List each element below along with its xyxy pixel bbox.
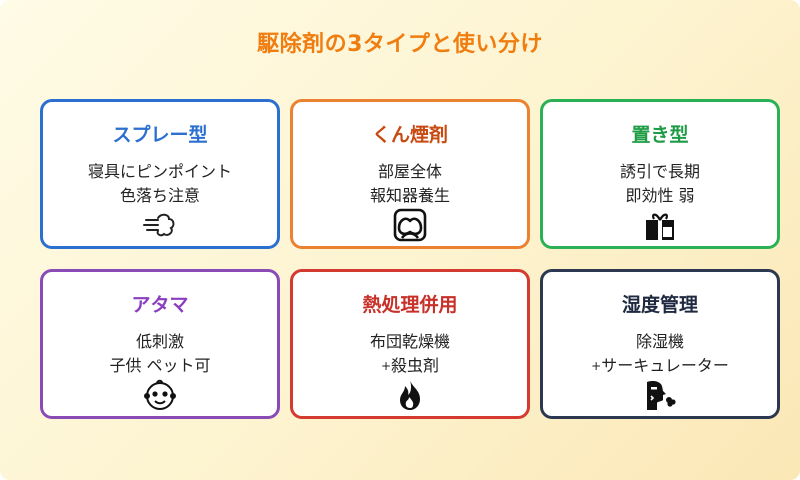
smoke-cloud-icon [393, 208, 427, 242]
card-heading: 熱処理併用 [362, 294, 458, 316]
flame-icon [393, 378, 427, 412]
plus-sign: + [591, 359, 602, 373]
card-line-2: +殺虫剤 [293, 352, 527, 376]
card-line-2: 報知器養生 [369, 186, 450, 205]
card-spray: スプレー型 寝具にピンポイント 色落ち注意 [40, 99, 280, 249]
card-heading: 置き型 [631, 124, 689, 146]
card-heading: アタマ [131, 294, 189, 316]
card-line-2: 子供 ペット可 [109, 356, 211, 375]
card-line-1: 布団乾燥機 [369, 332, 450, 351]
card-head: アタマ 低刺激 子供 ペット可 [40, 269, 280, 419]
card-heading: 湿度管理 [621, 294, 698, 316]
card-heading: くん煙剤 [371, 124, 448, 146]
page-title: 駆除剤の3タイプと使い分け [257, 32, 543, 57]
gift-box-icon [643, 208, 677, 242]
card-line-2-text: 殺虫剤 [391, 356, 440, 375]
card-heat-treatment: 熱処理併用 布団乾燥機 +殺虫剤 [290, 269, 530, 419]
person-breath-icon [643, 378, 677, 412]
card-line-2: +サーキュレーター [543, 352, 777, 376]
card-line-2: 色落ち注意 [119, 186, 200, 205]
card-line-1: 低刺激 [135, 332, 184, 351]
plus-sign: + [380, 359, 392, 373]
card-heading: スプレー型 [112, 124, 208, 146]
card-line-1: 誘引で長期 [619, 162, 700, 181]
baby-face-icon [143, 378, 177, 412]
card-smoke: くん煙剤 部屋全体 報知器養生 [290, 99, 530, 249]
card-line-2: 即効性 弱 [625, 186, 695, 205]
card-placement: 置き型 誘引で長期 即効性 弱 [540, 99, 780, 249]
card-line-2-text: サーキュレーター [601, 356, 729, 375]
card-humidity-control: 湿度管理 除湿機 +サーキュレーター [540, 269, 780, 419]
card-line-1: 部屋全体 [377, 162, 442, 181]
spray-mist-icon [143, 208, 177, 242]
card-line-1: 寝具にピンポイント [87, 162, 232, 181]
card-line-1: 除湿機 [635, 332, 684, 351]
